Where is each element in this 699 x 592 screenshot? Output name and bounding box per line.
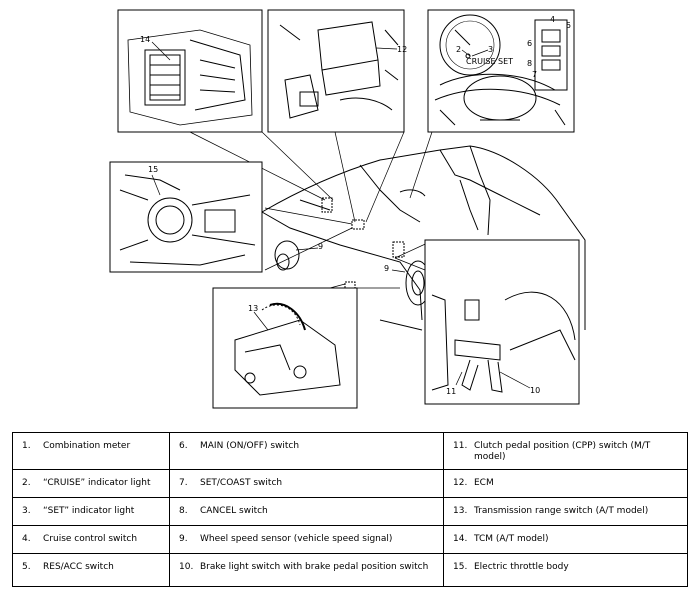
legend-label: “CRUISE” indicator light: [43, 477, 151, 488]
legend-label: Transmission range switch (A/T model): [474, 505, 649, 516]
vehicle-outline: [214, 145, 586, 331]
legend-label: “SET” indicator light: [43, 505, 135, 516]
legend-number: 2.: [22, 477, 31, 488]
callout-8: 8: [527, 59, 532, 68]
legend-label: Wheel speed sensor (vehicle speed signal…: [200, 533, 393, 544]
callout-9b: 9: [384, 264, 389, 273]
legend-cell: 8. CANCEL switch: [169, 496, 444, 526]
legend-cell: 4. Cruise control switch: [12, 524, 170, 554]
inset-leader-lines: [189, 131, 501, 301]
component-markers: [321, 197, 405, 291]
legend-number: 6.: [179, 441, 188, 451]
meter-dial-text: CRUISE SET: [466, 57, 513, 66]
callout-13: 13: [248, 304, 258, 313]
legend-label: Clutch pedal position (CPP) switch (M/T …: [474, 441, 651, 462]
inset-transmission-range-switch: [212, 287, 358, 409]
legend-label: CANCEL switch: [200, 505, 268, 516]
legend-cell: 2. “CRUISE” indicator light: [12, 468, 170, 498]
legend-label: SET/COAST switch: [200, 477, 283, 488]
legend-cell: 6. MAIN (ON/OFF) switch: [169, 432, 444, 470]
callout-14: 14: [140, 35, 150, 44]
legend-cell: 14. TCM (A/T model): [443, 524, 688, 554]
legend-cell: 13. Transmission range switch (A/T model): [443, 496, 688, 526]
legend-cell: 3. “SET” indicator light: [12, 496, 170, 526]
callout-15: 15: [148, 165, 158, 174]
legend-number: 4.: [22, 533, 31, 544]
callout-5: 5: [566, 21, 571, 30]
legend-cell: 12. ECM: [443, 468, 688, 498]
legend-cell: 1. Combination meter: [12, 432, 170, 470]
legend-label: MAIN (ON/OFF) switch: [200, 441, 300, 451]
legend-label: Combination meter: [43, 441, 131, 451]
callout-7: 7: [532, 70, 537, 79]
legend-number: 8.: [179, 505, 188, 516]
legend-label: Brake light switch with brake pedal posi…: [200, 561, 429, 572]
callout-2: 2: [456, 45, 461, 54]
legend-row: 5. RES/ACC switch 10. Brake light switch wi…: [12, 552, 688, 588]
legend-number: 12.: [453, 477, 468, 488]
legend-number: 11.: [453, 441, 468, 451]
inset-ecm: [267, 9, 405, 133]
legend-cell: 9. Wheel speed sensor (vehicle speed sign…: [169, 524, 444, 554]
legend-cell: 15. Electric throttle body: [443, 552, 688, 588]
callout-4: 4: [550, 15, 555, 24]
legend-row: 1. Combination meter 6. MAIN (ON/OFF) switc…: [12, 432, 688, 470]
callout-10: 10: [530, 386, 540, 395]
legend-label: TCM (A/T model): [474, 533, 549, 544]
legend-label: Electric throttle body: [474, 561, 569, 572]
legend-number: 5.: [22, 561, 31, 572]
legend-cell: 11. Clutch pedal position (CPP) switch (M…: [443, 432, 688, 470]
legend-number: 15.: [453, 561, 468, 572]
legend-number: 3.: [22, 505, 31, 516]
inset-pedal-switches: [424, 239, 580, 405]
callout-3: 3: [488, 45, 493, 54]
legend-cell: 5. RES/ACC switch: [12, 552, 170, 588]
inset-combination-meter: [427, 9, 575, 133]
callout-6: 6: [527, 39, 532, 48]
legend-number: 9.: [179, 533, 188, 544]
legend-label: Cruise control switch: [43, 533, 138, 544]
legend-label: ECM: [474, 477, 494, 488]
legend-row: 3. “SET” indicator light 8. CANCEL switch 13…: [12, 496, 688, 526]
legend-cell: 10. Brake light switch with brake pedal p…: [169, 552, 444, 588]
inset-tcm: [117, 9, 263, 133]
legend-table: 1. Combination meter 6. MAIN (ON/OFF) switc…: [12, 432, 688, 588]
legend-number: 14.: [453, 533, 468, 544]
legend-row: 2. “CRUISE” indicator light 7. SET/COAST sw…: [12, 468, 688, 498]
legend-cell: 7. SET/COAST switch: [169, 468, 444, 498]
legend-number: 10.: [179, 561, 194, 572]
inset-throttle-body: [109, 161, 263, 273]
legend-number: 7.: [179, 477, 188, 488]
legend-label: RES/ACC switch: [43, 561, 114, 572]
callout-12: 12: [397, 45, 407, 54]
legend-number: 13.: [453, 505, 468, 516]
callout-11: 11: [446, 387, 456, 396]
component-location-diagram: CRUISE SET 2 3 4 5 6 7 8 9 9 10 11 12 13…: [109, 9, 586, 409]
legend-number: 1.: [22, 441, 31, 451]
legend-row: 4. Cruise control switch 9. Wheel speed sen…: [12, 524, 688, 554]
callout-9a: 9: [318, 242, 323, 251]
